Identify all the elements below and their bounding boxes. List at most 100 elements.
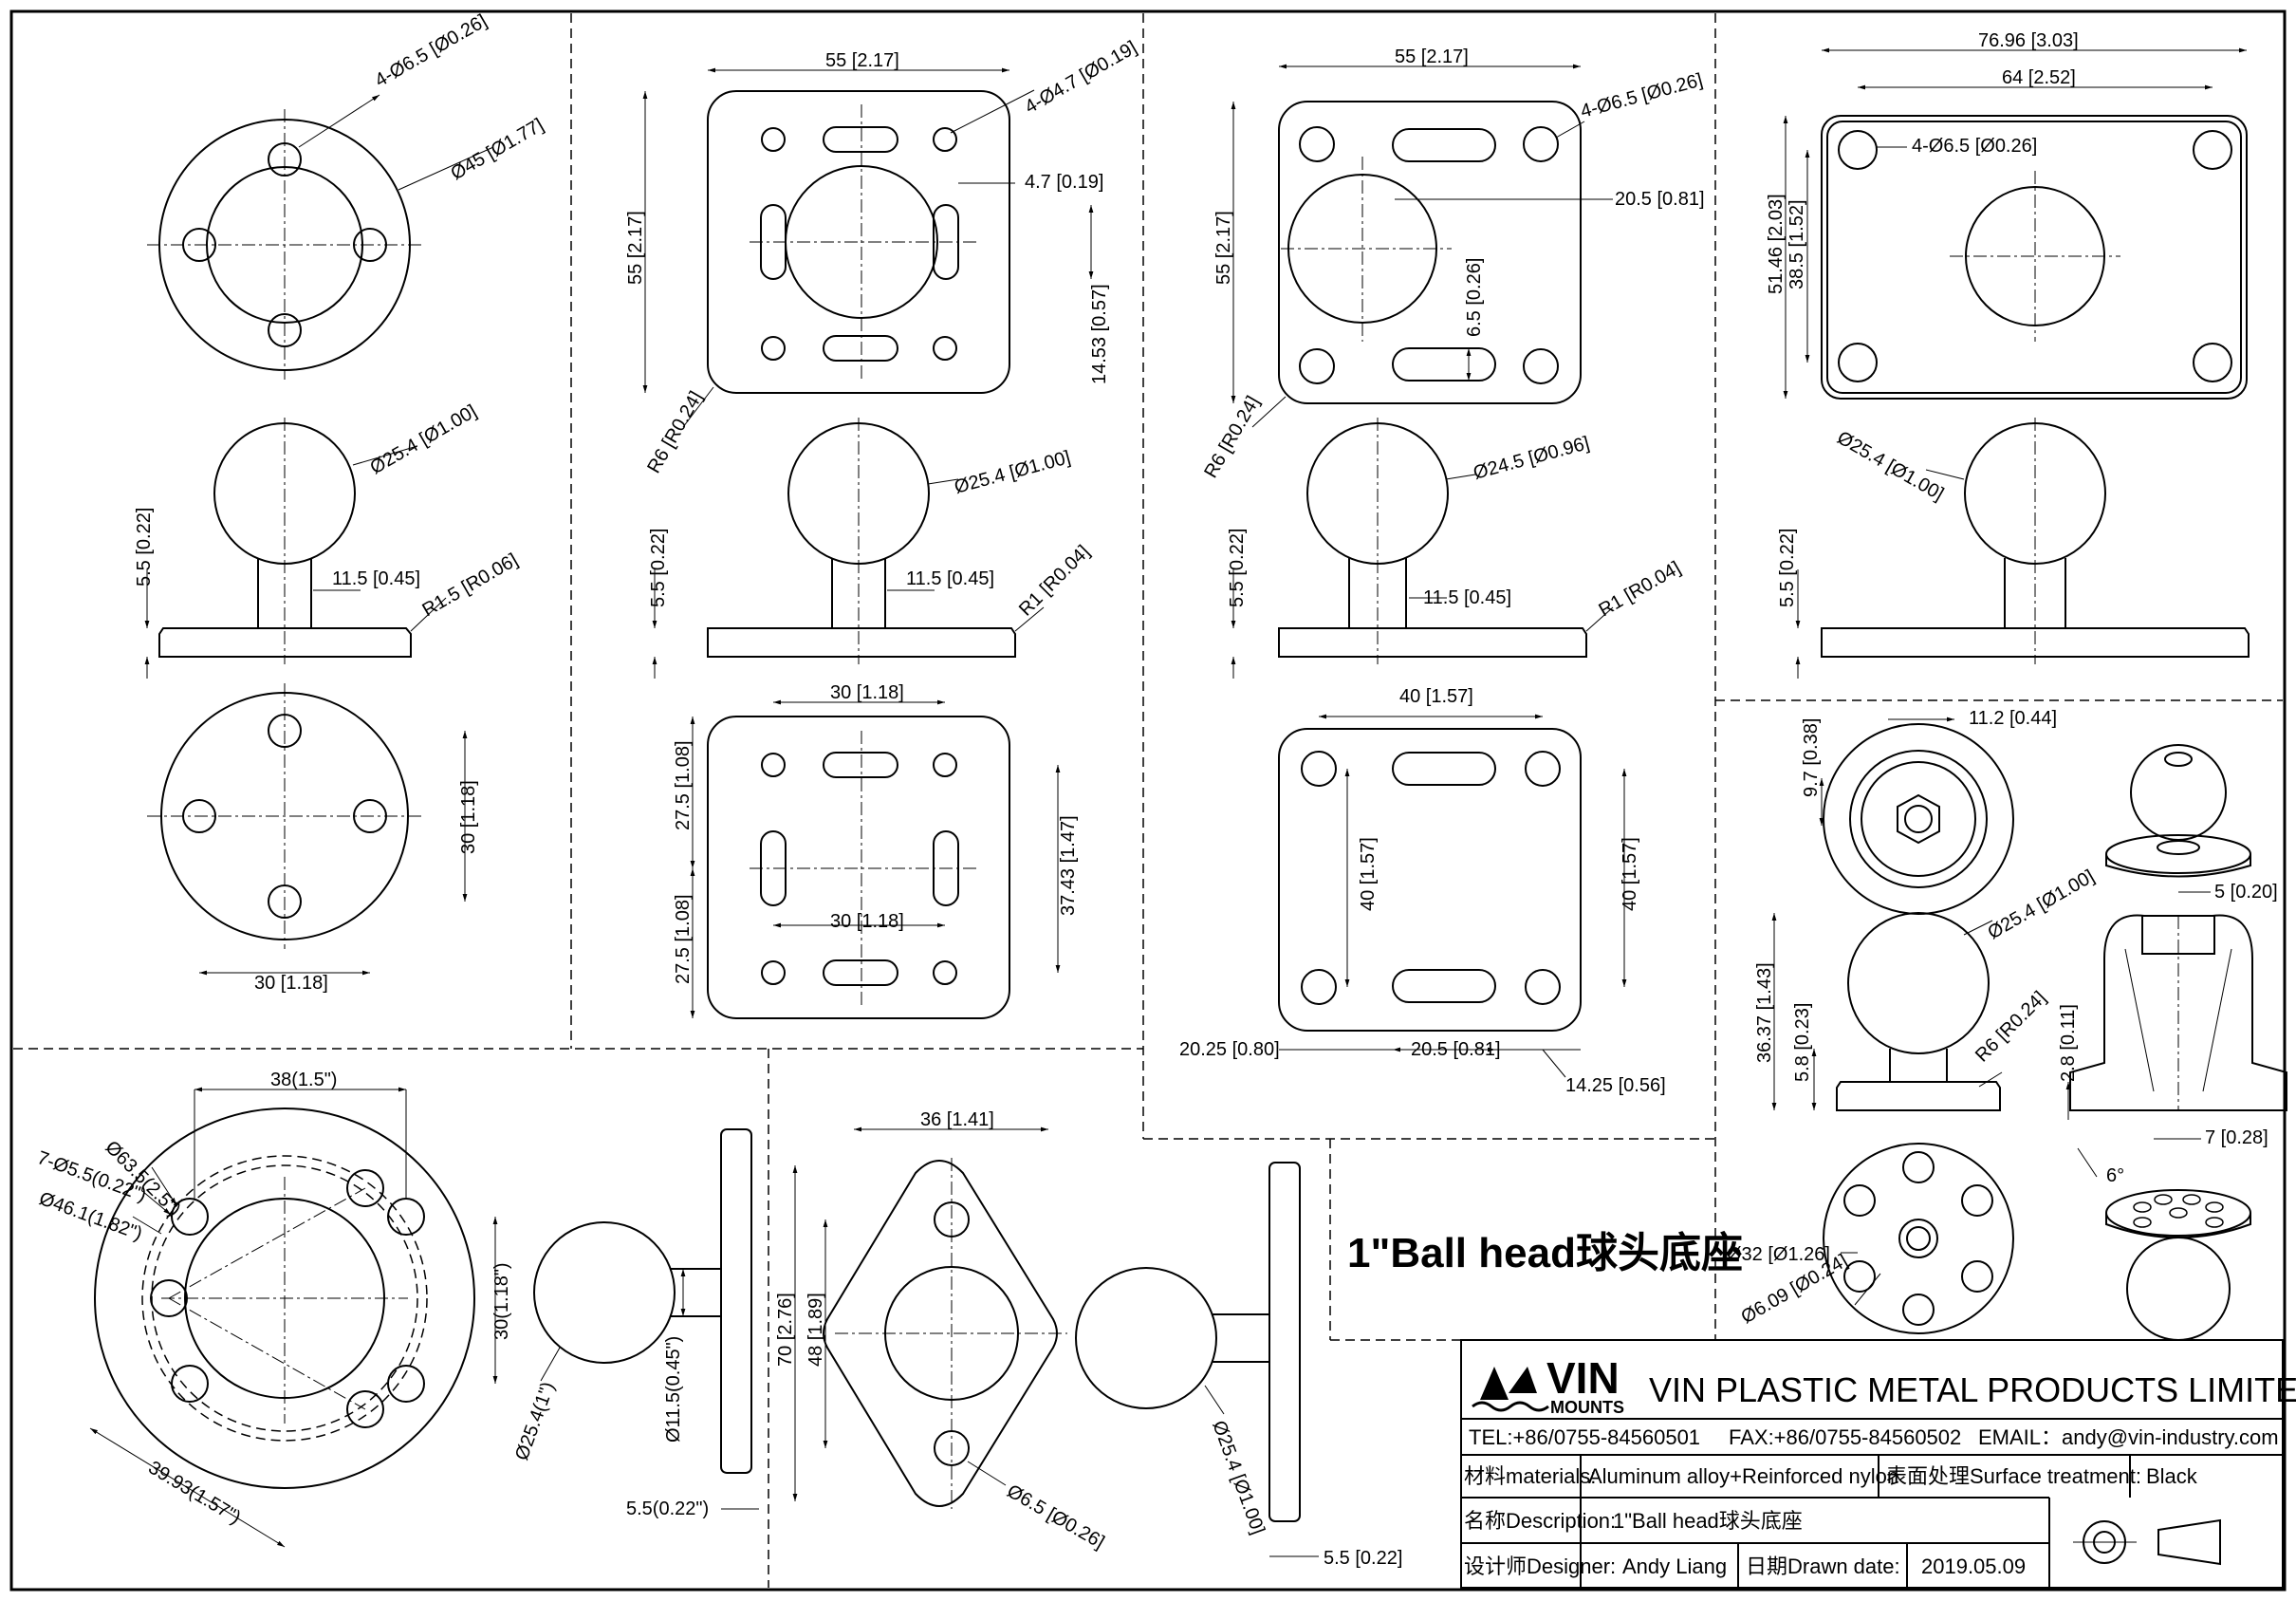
dim-label: 5.5 [0.22] [648,529,669,607]
dim-label: Ø32 [Ø1.26] [1727,1244,1830,1265]
dim-label: 20.5 [0.81] [1615,189,1705,210]
dim-label: Ø25.4 [Ø1.00] [1208,1418,1268,1537]
dim-label: 55 [2.17] [1395,47,1469,67]
dim-label: 7 [0.28] [2205,1127,2268,1148]
dim-label: 39.93(1.57") [144,1457,244,1528]
dim-label: 9.7 [0.38] [1801,718,1822,797]
panel-square-plate [1231,64,1627,1078]
surface-label: 表面处理Surface treatment: [1886,1464,2141,1488]
logo-text: VIN [1546,1353,1620,1403]
dim-label: 70 [2.76] [775,1293,796,1367]
dim-label: Ø25.4 [Ø1.00] [1834,427,1948,505]
logo-subtext: MOUNTS [1550,1398,1624,1417]
dim-label: 20.5 [0.81] [1411,1039,1501,1060]
section-dividers [13,13,2283,1588]
dim-label: 5.5 [0.22] [134,508,155,586]
dim-label: 30(1.18") [491,1262,512,1340]
dim-label: Ø6.5 [Ø0.26] [1004,1480,1108,1553]
dim-label: 27.5 [1.08] [673,894,694,984]
drawing-border [9,9,2287,1592]
dim-label: 4-Ø4.7 [Ø0.19] [1022,37,1141,118]
dim-label: 48 [1.89] [805,1293,826,1367]
dim-label: 64 [2.52] [2002,67,2076,88]
description-value: 1"Ball head球头底座 [1613,1509,1803,1533]
dim-label: 5.5 [0.22] [1324,1548,1402,1569]
company-name: VIN PLASTIC METAL PRODUCTS LIMITED [1649,1370,2296,1409]
dim-label: 11.2 [0.44] [1969,708,2057,729]
designer-value: Andy Liang [1622,1554,1727,1578]
dim-label: 14.53 [0.57] [1089,284,1110,384]
dim-label: 76.96 [3.03] [1978,30,2079,51]
dim-label: 30 [1.18] [830,682,904,703]
surface-value: Black [2146,1464,2198,1488]
designer-label: 设计师Designer: [1464,1554,1616,1578]
dim-label: R6 [R0.24] [1972,987,2050,1066]
dim-label: 55 [2.17] [1213,211,1234,285]
panel-square-slots [642,67,1094,1019]
date-value: 2019.05.09 [1921,1554,2026,1578]
dim-label: 11.5 [0.45] [906,568,994,589]
dim-label: 30 [1.18] [830,911,904,932]
dim-label: 4.7 [0.19] [1025,172,1103,193]
dim-label: Ø24.5 [Ø0.96] [1472,433,1592,484]
dim-label: R1.5 [R0.06] [419,549,522,621]
dim-label: 4-Ø6.5 [Ø0.26] [1579,69,1705,121]
panel-diamond [792,1126,1319,1557]
dim-label: R6 [R0.24] [643,388,707,477]
dim-label: 11.5 [0.45] [332,568,420,589]
panel-round-base [144,94,494,976]
dim-label: 30 [1.18] [254,973,328,994]
dim-label: Ø11.5(0.45") [663,1336,684,1443]
drawing-title: 1"Ball head球头底座 [1347,1230,1743,1276]
dim-label: Ø25.4 [Ø1.00] [1985,866,2099,943]
company-tel: TEL:+86/0755-84560501 [1469,1425,1700,1449]
dim-label: 5.5 [0.22] [1777,529,1798,607]
panel-ball-detail [1771,717,2287,1341]
dim-label: Ø45 [Ø1.77] [448,115,547,185]
logo-wave-icon [1472,1401,1549,1412]
dim-label: 2.8 [0.11] [2058,1004,2079,1082]
dim-label: Ø25.4 [Ø1.00] [953,447,1073,498]
dim-label: 36 [1.41] [920,1109,994,1130]
dim-label: R6 [R0.24] [1200,393,1264,482]
dim-label: Ø25.4(1") [511,1379,559,1462]
panel-round-large [89,1087,759,1548]
dim-label: 36.37 [1.43] [1754,962,1775,1063]
company-email: EMAIL：andy@vin-industry.com [1978,1425,2279,1449]
dim-label: 4-Ø6.5 [Ø0.26] [1912,136,2037,157]
materials-label: 材料materials: [1464,1464,1596,1488]
dim-label: 40 [1.57] [1399,686,1473,707]
company-fax: FAX:+86/0755-84560502 [1729,1425,1961,1449]
panel-square-plate-labels: 55 [2.17] 4-Ø6.5 [Ø0.26] 20.5 [0.81] 55 … [1179,47,1705,1096]
date-label: 日期Drawn date: [1746,1554,1900,1578]
dim-label: 5 [0.20] [2214,882,2278,903]
dim-label: 6° [2106,1165,2124,1186]
dim-label: 40 [1.57] [1358,837,1379,911]
panel-rect-plate [1783,47,2250,679]
dim-label: 4-Ø6.5 [Ø0.26] [372,10,491,91]
panel-diamond-labels: 36 [1.41] 70 [2.76] 48 [1.89] Ø6.5 [Ø0.2… [775,1109,1402,1569]
logo-emblem-icon [1480,1367,1537,1400]
panel-round-large-labels: 38(1.5") Ø63.5(2.5") 7-Ø5.5(0.22") Ø46.1… [34,1070,709,1529]
dim-label: 11.5 [0.45] [1423,587,1511,608]
title-block [1460,1339,2284,1589]
dim-label: 14.25 [0.56] [1565,1075,1666,1096]
company-logo: VIN MOUNTS [1472,1353,1624,1417]
dim-label: 30 [1.18] [458,780,479,854]
dim-label: 38(1.5") [270,1070,337,1090]
dim-label: 5.5(0.22") [626,1499,709,1519]
dim-label: 5.8 [0.23] [1792,1003,1813,1082]
dim-label: 38.5 [1.52] [1787,199,1807,289]
dim-label: Ø25.4 [Ø1.00] [367,400,481,478]
dim-label: 51.46 [2.03] [1766,194,1787,294]
dim-label: 27.5 [1.08] [673,740,694,830]
description-label: 名称Description: [1464,1509,1616,1533]
dim-label: 55 [2.17] [825,50,899,71]
dim-label: 37.43 [1.47] [1058,815,1079,916]
dim-label: 40 [1.57] [1620,837,1640,911]
dim-label: 5.5 [0.22] [1227,529,1248,607]
dim-label: R1 [R0.04] [1015,541,1094,620]
panel-square-slots-labels: 55 [2.17] 4-Ø4.7 [Ø0.19] 4.7 [0.19] 55 [… [625,37,1140,984]
dim-label: 20.25 [0.80] [1179,1039,1280,1060]
